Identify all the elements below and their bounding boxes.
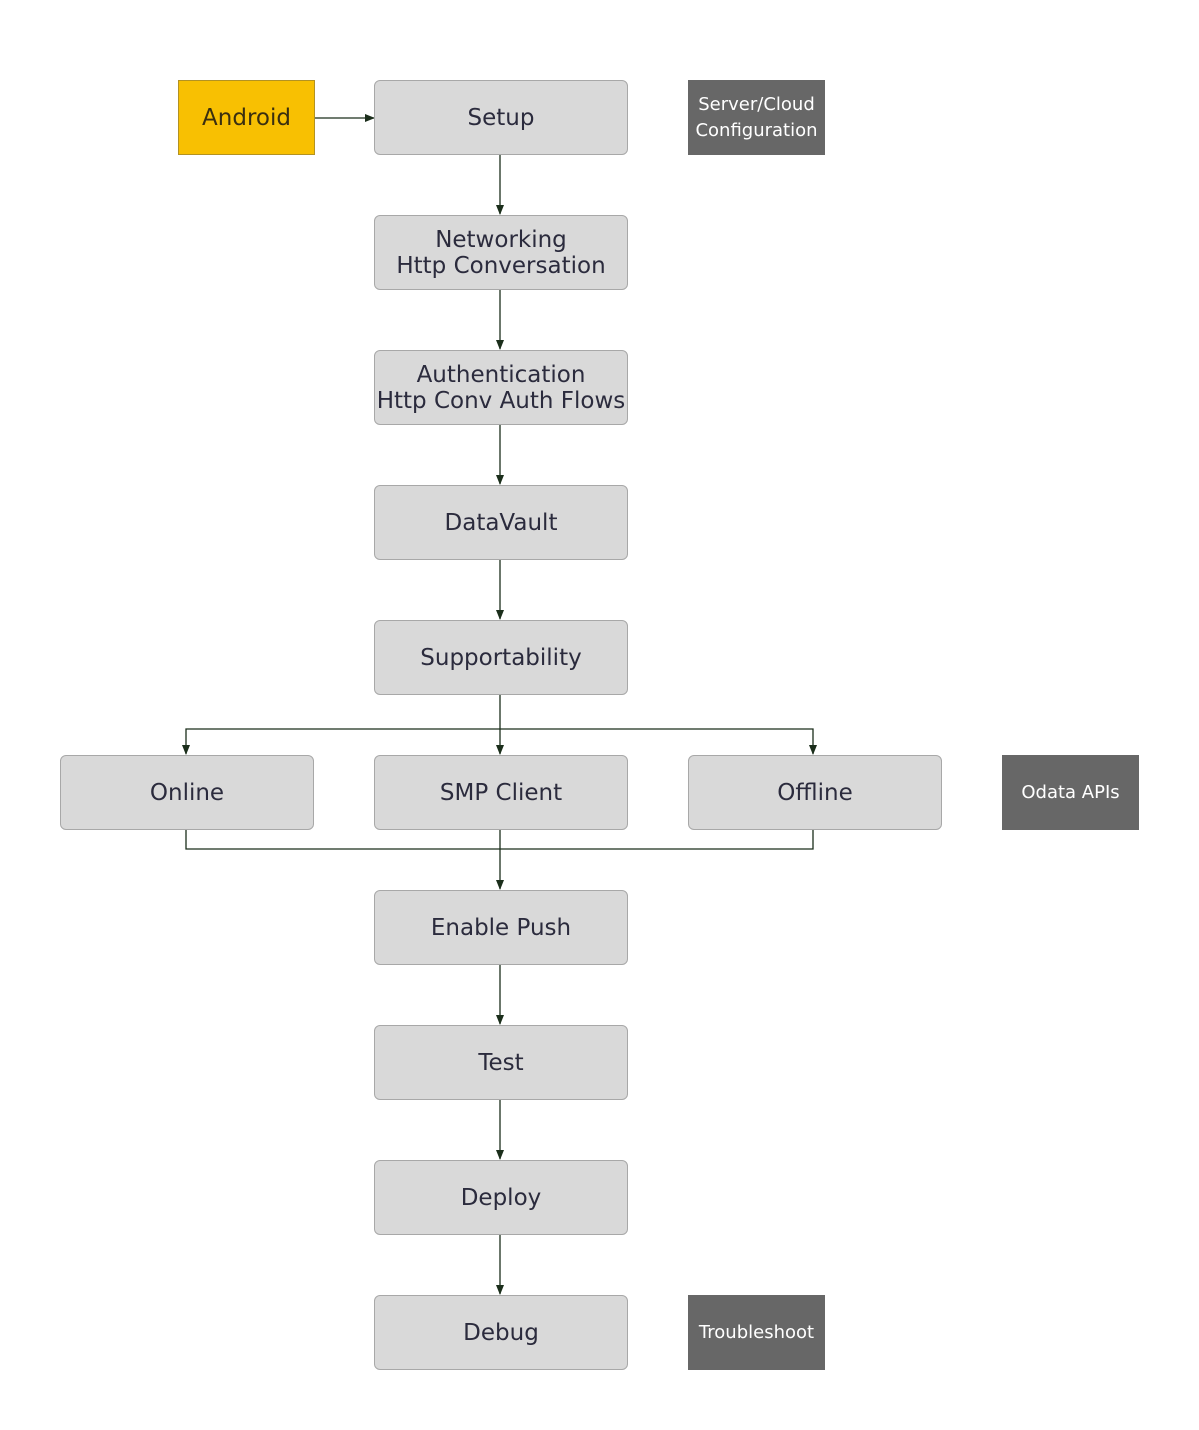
odata-apis-note: Odata APIs xyxy=(1002,755,1139,830)
authentication-line1: Authentication xyxy=(416,361,586,388)
smp-client-step: SMP Client xyxy=(374,755,628,830)
authentication-step: Authentication Http Conv Auth Flows xyxy=(374,350,628,425)
server-cloud-configuration-note: Server/Cloud Configuration xyxy=(688,80,825,155)
arrow-supportability-to-offline xyxy=(500,728,817,755)
setup-label: Setup xyxy=(467,104,535,131)
debug-label: Debug xyxy=(463,1319,539,1346)
datavault-step: DataVault xyxy=(374,485,628,560)
connector-offline-merge xyxy=(500,830,814,850)
offline-step: Offline xyxy=(688,755,942,830)
networking-line1: Networking xyxy=(435,226,567,253)
test-step: Test xyxy=(374,1025,628,1100)
online-step: Online xyxy=(60,755,314,830)
test-label: Test xyxy=(478,1049,524,1076)
troubleshoot-note: Troubleshoot xyxy=(688,1295,825,1370)
enable-push-step: Enable Push xyxy=(374,890,628,965)
online-label: Online xyxy=(149,779,225,806)
datavault-label: DataVault xyxy=(444,509,558,536)
debug-step: Debug xyxy=(374,1295,628,1370)
android-start-node: Android xyxy=(178,80,315,155)
offline-label: Offline xyxy=(777,779,853,806)
arrow-supportability-to-online xyxy=(182,728,500,755)
supportability-label: Supportability xyxy=(420,644,582,671)
supportability-step: Supportability xyxy=(374,620,628,695)
authentication-line2: Http Conv Auth Flows xyxy=(376,387,626,414)
networking-step: Networking Http Conversation xyxy=(374,215,628,290)
android-label: Android xyxy=(202,104,291,131)
enable-push-label: Enable Push xyxy=(430,914,572,941)
troubleshoot-label: Troubleshoot xyxy=(698,1321,815,1343)
connector-online-merge xyxy=(185,830,500,850)
server-config-line1: Server/Cloud xyxy=(698,93,815,115)
deploy-label: Deploy xyxy=(460,1184,542,1211)
deploy-step: Deploy xyxy=(374,1160,628,1235)
setup-step: Setup xyxy=(374,80,628,155)
server-config-line2: Configuration xyxy=(695,119,818,141)
odata-apis-label: Odata APIs xyxy=(1021,781,1120,803)
smp-client-label: SMP Client xyxy=(439,779,563,806)
networking-line2: Http Conversation xyxy=(396,252,606,279)
